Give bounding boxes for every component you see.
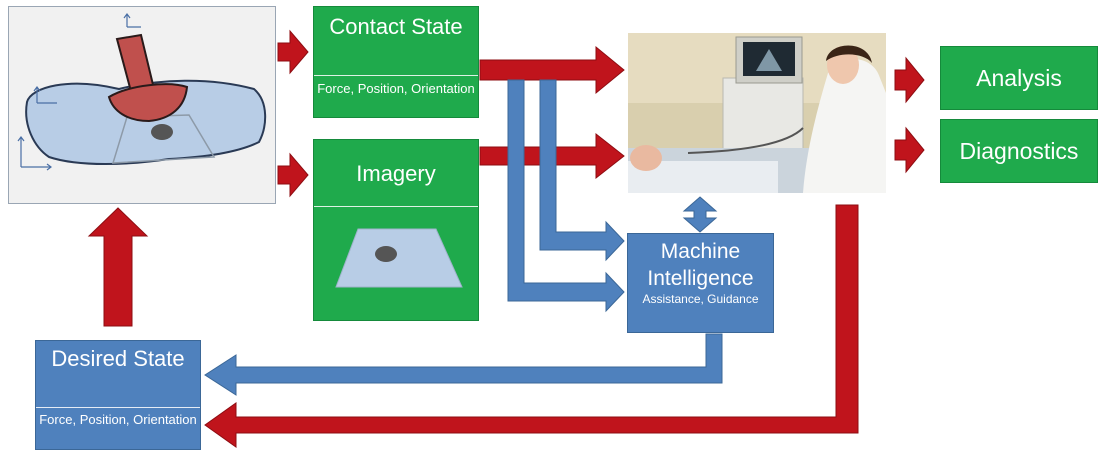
imagery-box: Imagery: [313, 139, 479, 321]
arrow-contact-to-machine-lower: [507, 79, 625, 313]
desired-state-subtitle: Force, Position, Orientation: [39, 412, 197, 427]
arrow-contact-to-photo: [479, 45, 625, 95]
arrow-machine-to-desired: [204, 333, 723, 396]
desired-state-box: Desired State Force, Position, Orientati…: [35, 340, 201, 450]
arrow-desired-to-probe: [87, 207, 149, 327]
ultrasound-exam-illustration: [628, 33, 886, 193]
contact-state-divider: [314, 75, 478, 76]
arrow-probe-to-contact: [277, 29, 309, 75]
tissue-coordinate-frame: [33, 86, 57, 104]
arrow-probe-to-imagery: [277, 152, 309, 198]
diagnostics-label: Diagnostics: [959, 138, 1079, 164]
contact-state-box: Contact State Force, Position, Orientati…: [313, 6, 479, 118]
imagery-lesion: [375, 246, 397, 262]
arrow-photo-to-desired: [204, 204, 859, 448]
machine-intelligence-subtitle: Assistance, Guidance: [642, 292, 759, 306]
imagery-title: Imagery: [356, 161, 436, 186]
lesion-shape: [151, 124, 173, 140]
imagery-scan-thumbnail: [335, 228, 463, 288]
probe-illustration-panel: [8, 6, 276, 204]
imagery-divider: [314, 206, 478, 207]
contact-state-subtitle: Force, Position, Orientation: [317, 81, 475, 96]
analysis-box: Analysis: [940, 46, 1098, 110]
ultrasound-exam-photo: [628, 33, 886, 193]
probe-coordinate-frame: [123, 13, 141, 28]
desired-state-divider: [36, 407, 200, 408]
probe-head: [107, 83, 189, 123]
world-coordinate-frame: [17, 136, 52, 171]
machine-intelligence-box: Machine Intelligence Assistance, Guidanc…: [627, 233, 774, 333]
desired-state-title: Desired State: [51, 346, 185, 371]
arrow-photo-to-diagnostics: [894, 126, 925, 174]
arrow-photo-to-analysis: [894, 56, 925, 104]
machine-intelligence-title: Machine Intelligence: [647, 240, 754, 290]
arrow-contact-to-machine-upper: [539, 79, 625, 262]
ultrasound-probe-illustration: [17, 13, 267, 171]
contact-state-title: Contact State: [329, 14, 463, 39]
analysis-label: Analysis: [976, 65, 1062, 91]
imagery-scan-plane: [335, 228, 463, 288]
diagnostics-box: Diagnostics: [940, 119, 1098, 183]
arrow-photo-machine-bidirectional: [682, 196, 718, 233]
